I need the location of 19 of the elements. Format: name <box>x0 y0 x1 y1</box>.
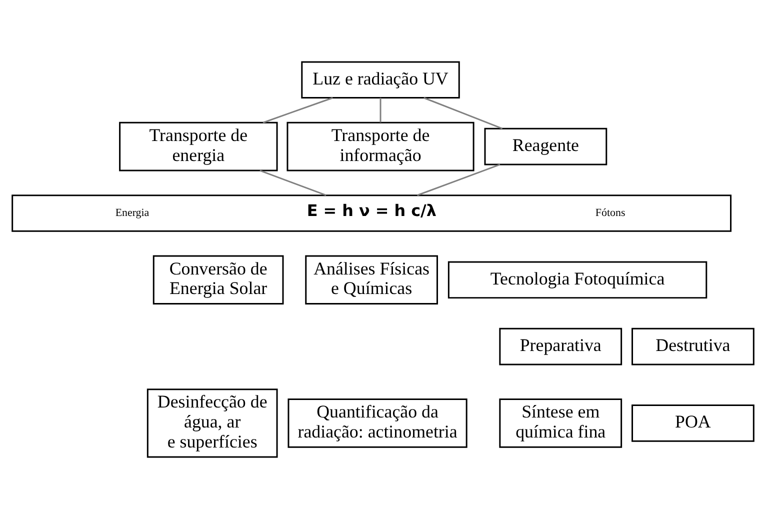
node-box: Conversão de Energia Solar <box>152 255 284 305</box>
node-box: Análises Físicas e Químicas <box>305 255 438 305</box>
node-box: Luz e radiação UV <box>301 61 460 99</box>
node-box: Preparativa <box>499 328 622 366</box>
node-box: Transporte de informação <box>286 122 474 172</box>
node-box: Tecnologia Fotoquímica <box>448 261 708 299</box>
node-box: Síntese em química fina <box>499 398 622 448</box>
connector <box>262 97 333 124</box>
node-box: POA <box>632 404 754 442</box>
node-box: Destrutiva <box>632 328 754 366</box>
node-box: Quantificação da radiação: actinometria <box>288 398 468 448</box>
connector <box>380 98 382 122</box>
node-box: Reagente <box>484 128 608 166</box>
connector <box>260 170 326 196</box>
connector <box>424 97 503 130</box>
connector <box>417 164 500 196</box>
node-box: Desinfecção de água, ar e superfícies <box>146 388 278 458</box>
node-box: Transporte de energia <box>119 122 278 172</box>
node-box: Energia E = h ν = h c/λ Fótons <box>12 194 732 232</box>
